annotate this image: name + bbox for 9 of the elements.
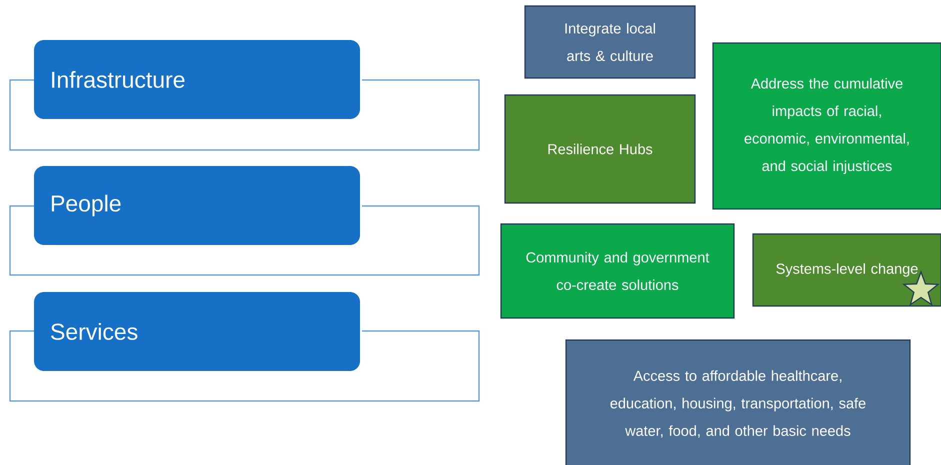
info-box: Integrate local arts & culture bbox=[524, 5, 696, 79]
info-box: Resilience Hubs bbox=[504, 94, 696, 204]
category-box: Infrastructure bbox=[34, 40, 360, 119]
info-box: Address the cumulative impacts of racial, economic, environmental, and social injustices bbox=[712, 42, 941, 210]
info-box: Systems-level change bbox=[752, 233, 941, 307]
category-box: Services bbox=[34, 292, 360, 371]
category-box: People bbox=[34, 166, 360, 245]
info-box: Access to affordable healthcare, education, housing, transportation, safe water, food, and other basic needs bbox=[565, 339, 911, 465]
info-box: Community and government co-create solutions bbox=[500, 223, 735, 319]
